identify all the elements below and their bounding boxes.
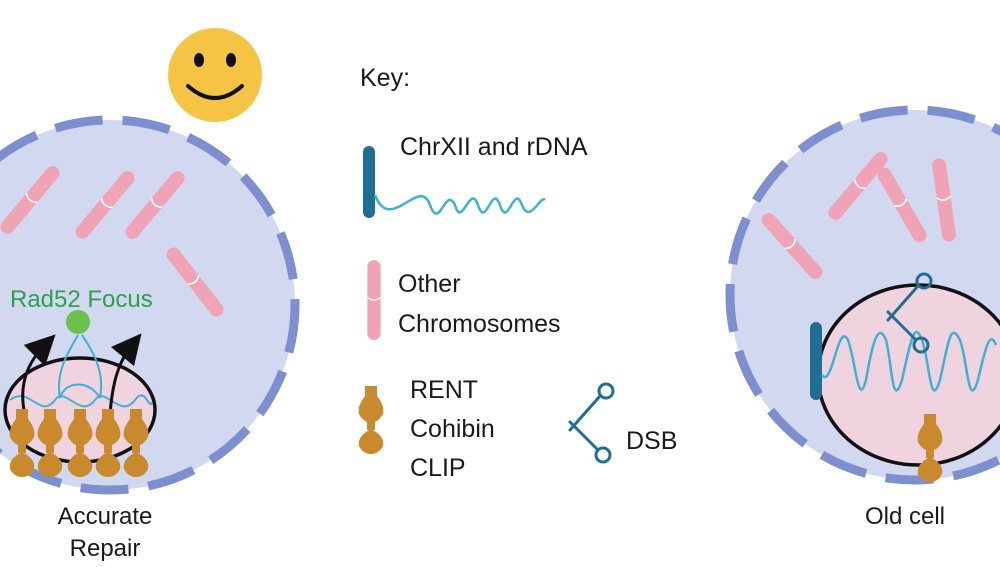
left-arrow-icon [21, 334, 56, 416]
key-scissors-icon [568, 382, 615, 464]
left-caption-line2: Repair [69, 535, 141, 562]
rad52-focus-dot [66, 310, 90, 334]
right-chrxii [810, 322, 822, 400]
left-nuclear-membrane [0, 115, 300, 495]
left-rdna-loop [58, 334, 103, 399]
key-anchor-protein-symbol [358, 386, 384, 454]
key-cohibin-label: Cohibin [410, 415, 495, 443]
smiley-face-icon [168, 28, 262, 122]
right-nuclear-membrane [725, 105, 1000, 485]
left-rdna-coil [9, 394, 153, 408]
right-caption: Old cell [864, 503, 946, 530]
key-dsb-label: DSB [626, 427, 678, 455]
key-other-chromosome-symbol [366, 259, 382, 341]
key-chrxii-label: ChrXII and rDNA [400, 133, 588, 161]
key-other-label-2: Chromosomes [398, 310, 561, 338]
right-arrow-icon [108, 333, 142, 416]
right-rdna-extended [820, 331, 998, 392]
key-clip-label: CLIP [410, 454, 466, 482]
key-chrxii-symbol [363, 146, 546, 218]
key-rent-label: RENT [410, 376, 479, 404]
right-nucleolus [816, 283, 1000, 467]
key-other-label-1: Other [398, 270, 461, 298]
rad52-focus-label: Rad52 Focus [10, 286, 153, 313]
left-caption-line1: Accurate [57, 503, 153, 530]
key-title: Key: [360, 64, 411, 92]
